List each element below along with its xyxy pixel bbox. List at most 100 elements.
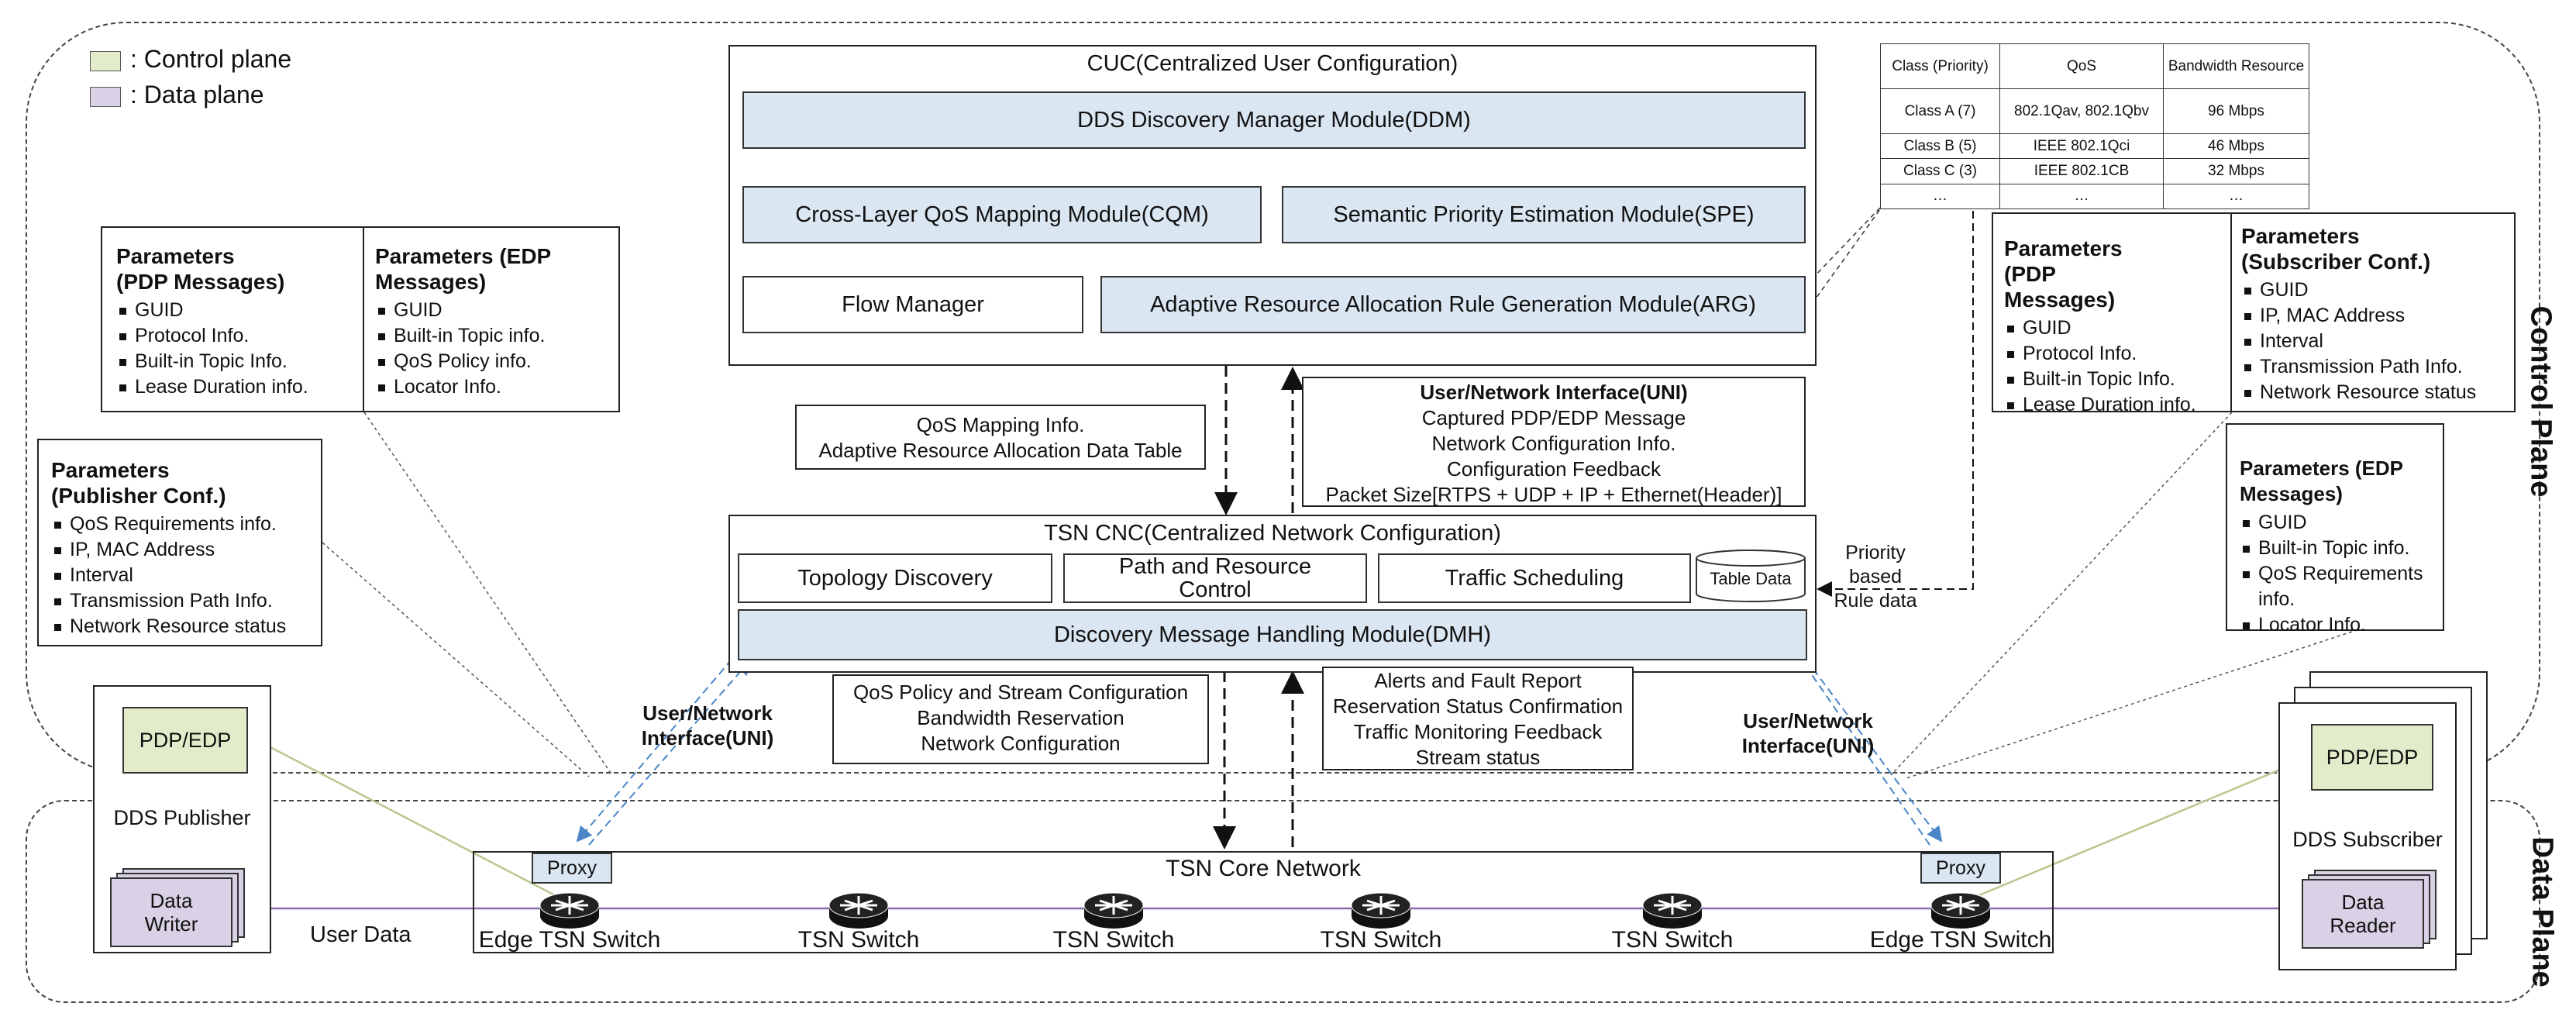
right-edp-title: Parameters (EDP Messages) (2240, 457, 2403, 505)
uni-box-title: User/Network Interface(UNI) (1420, 381, 1688, 404)
priority-line: Priority based (1845, 542, 1906, 588)
switch-icons (539, 892, 1991, 929)
param-item: GUID (2240, 510, 2443, 536)
qos-header-class: Class (Priority) (1879, 43, 2001, 89)
qos-header-qos: QoS (1999, 43, 2164, 89)
uni-box-line: Packet Size[RTPS + UDP + IP + Ethernet(H… (1325, 483, 1782, 506)
param-item: Network Resource status (2241, 380, 2514, 405)
cnc-feedback-box: Alerts and Fault Report Reservation Stat… (1322, 667, 1634, 770)
database-cylinder-icon (1696, 550, 1806, 602)
param-item: Locator Info. (2240, 612, 2443, 638)
qos-cell: 32 Mbps (2162, 158, 2310, 184)
uni-right-line: User/Network (1743, 709, 1873, 732)
uni-info-box: User/Network Interface(UNI) Captured PDP… (1302, 377, 1806, 507)
mapping-line: QoS Mapping Info. (916, 413, 1085, 436)
switch-label: TSN Switch (1611, 927, 1734, 953)
subscriber-conf-params: Parameters (Subscriber Conf.) GUID IP, M… (2230, 212, 2516, 412)
switch-label: TSN Switch (1052, 927, 1175, 953)
tsn-core-title: TSN Core Network (1166, 856, 1361, 881)
qos-cell: Class C (3) (1879, 158, 2001, 184)
legend-data-swatch (90, 87, 121, 107)
traffic-scheduling: Traffic Scheduling (1378, 553, 1691, 603)
priority-rule-label: Priority based Rule data (1821, 541, 1930, 613)
subscriber-conf-title: Parameters (Subscriber Conf.) (2241, 224, 2431, 274)
param-item: QoS Requirements info. (51, 512, 321, 537)
uni-box-line: Network Configuration Info. (1431, 432, 1676, 455)
param-item: Network Resource status (51, 614, 321, 639)
mapping-line: Adaptive Resource Allocation Data Table (818, 439, 1183, 462)
param-item: QoS Policy info. (375, 349, 618, 374)
right-pdp-title: Parameters (PDP Messages) (2004, 236, 2123, 312)
param-item: Protocol Info. (2004, 341, 2230, 367)
qos-cell: … (2162, 183, 2310, 210)
publisher-conf-title: Parameters (Publisher Conf.) (51, 458, 226, 508)
param-item: Built-in Topic Info. (2004, 367, 2230, 392)
reader-line: Reader (2330, 914, 2396, 937)
config-line: QoS Policy and Stream Configuration (852, 681, 1189, 704)
cuc-title: CUC(Centralized User Configuration) (1087, 51, 1458, 76)
writer-line: Writer (144, 912, 198, 936)
reader-line: Data (2341, 891, 2385, 914)
dmh-module: Discovery Message Handling Module(DMH) (738, 609, 1807, 660)
publisher-name: DDS Publisher (113, 806, 251, 829)
param-item: GUID (2241, 277, 2514, 303)
param-item: Transmission Path Info. (2241, 354, 2514, 380)
spe-module: Semantic Priority Estimation Module(SPE) (1282, 186, 1806, 243)
param-item: IP, MAC Address (51, 537, 321, 563)
user-data-label: User Data (310, 922, 412, 947)
param-item: Built-in Topic info. (2240, 536, 2443, 561)
qos-cell: … (1879, 183, 2001, 210)
switch-label: Edge TSN Switch (478, 927, 661, 953)
qos-cell: Class B (5) (1879, 133, 2001, 160)
publisher-conf-params: Parameters (Publisher Conf.) QoS Require… (37, 439, 322, 646)
qos-cell: IEEE 802.1CB (1999, 158, 2164, 184)
left-pdp-params: Parameters (PDP Messages) GUID Protocol … (101, 226, 364, 412)
table-data-icon: Table Data (1694, 549, 1807, 603)
feedback-line: Alerts and Fault Report (1374, 669, 1582, 692)
switch-label: TSN Switch (1320, 927, 1442, 953)
feedback-line: Stream status (1415, 746, 1541, 769)
arg-module: Adaptive Resource Allocation Rule Genera… (1100, 276, 1806, 333)
legend-control-swatch (90, 51, 121, 71)
param-item: QoS Requirements info. (2240, 561, 2443, 612)
config-line: Network Configuration (921, 732, 1121, 755)
param-item: Lease Duration info. (116, 374, 363, 400)
publisher-pdp-edp: PDP/EDP (122, 707, 248, 774)
param-item: Interval (51, 563, 321, 588)
uni-left-label: User/Network Interface(UNI) (626, 701, 789, 750)
ddm-module: DDS Discovery Manager Module(DDM) (742, 91, 1806, 149)
qos-cell: 96 Mbps (2162, 88, 2310, 134)
path-resource-control: Path and Resource Control (1063, 553, 1367, 603)
left-edp-title: Parameters (EDP Messages) (375, 244, 551, 294)
legend-data-label: : Data plane (130, 81, 264, 109)
param-item: GUID (2004, 315, 2230, 341)
proxy-left: Proxy (532, 853, 612, 884)
right-edp-params: Parameters (EDP Messages) GUID Built-in … (2226, 423, 2444, 636)
data-reader: Data Reader (2302, 879, 2424, 949)
switch-label: TSN Switch (797, 927, 920, 953)
priority-line: Rule data (1834, 590, 1917, 612)
qos-cell: Class A (7) (1879, 88, 2001, 134)
uni-left-line: Interface(UNI) (641, 726, 774, 750)
qos-cell: … (1999, 183, 2164, 210)
subscriber-name: DDS Subscriber (2292, 828, 2443, 851)
uni-box-line: Captured PDP/EDP Message (1421, 406, 1686, 429)
uni-left-line: User/Network (642, 701, 773, 725)
qos-mapping-info-box: QoS Mapping Info. Adaptive Resource Allo… (795, 405, 1206, 470)
writer-line: Data (150, 889, 193, 912)
data-plane-region (26, 800, 2540, 1003)
topology-discovery: Topology Discovery (738, 553, 1052, 603)
param-item: Interval (2241, 329, 2514, 354)
right-pdp-params: Parameters (PDP Messages) GUID Protocol … (1992, 212, 2232, 415)
control-plane-region (26, 22, 2540, 774)
cnc-title: TSN CNC(Centralized Network Configuratio… (1044, 521, 1501, 546)
qos-header-bandwidth: Bandwidth Resource (2162, 43, 2310, 89)
param-item: Built-in Topic Info. (116, 349, 363, 374)
proxy-right: Proxy (1920, 853, 2001, 884)
subscriber-pdp-edp: PDP/EDP (2311, 724, 2433, 791)
switch-label: Edge TSN Switch (1869, 927, 2052, 953)
param-item: Transmission Path Info. (51, 588, 321, 614)
tsn-core-network (473, 851, 2054, 953)
data-writer: Data Writer (110, 877, 232, 947)
